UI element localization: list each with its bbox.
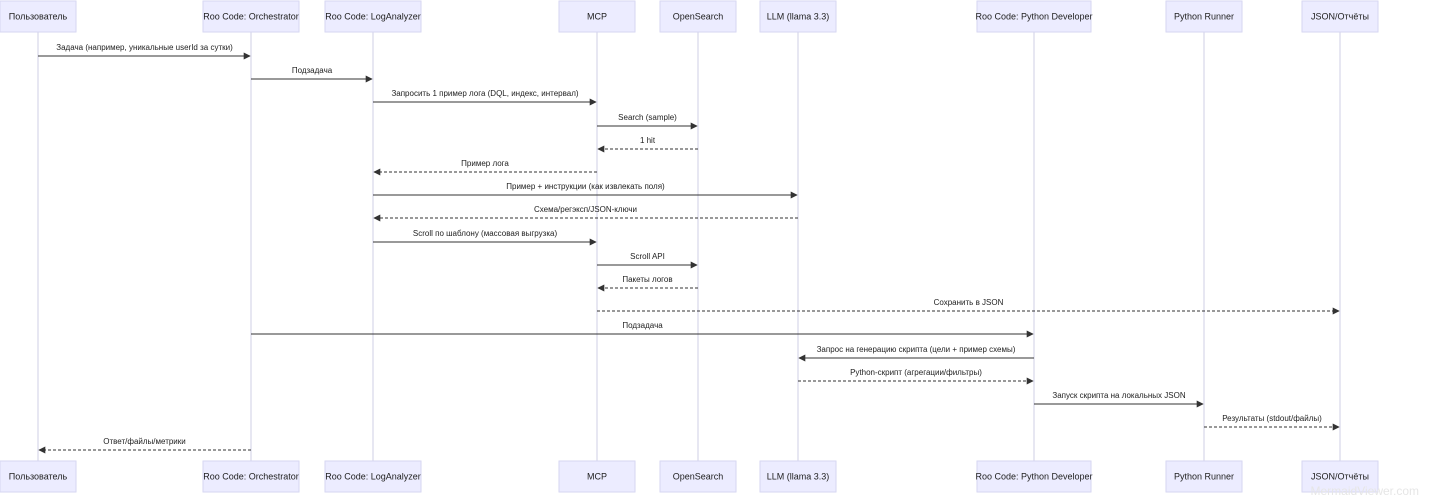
participant-label: OpenSearch	[673, 472, 724, 482]
message-label: Запрос на генерацию скрипта (цели + прим…	[817, 345, 1016, 354]
participant-label: Roo Code: Orchestrator	[203, 12, 299, 22]
message-label: Пример лога	[461, 159, 509, 168]
message-4: Search (sample)	[597, 113, 698, 130]
message-label: Схема/регэксп/JSON-ключи	[534, 205, 637, 214]
participant-user-top: Пользователь	[0, 0, 77, 33]
participant-box	[1165, 0, 1243, 33]
message-5: 1 hit	[597, 136, 698, 153]
message-2: Подзадача	[251, 66, 373, 83]
participant-label: Python Runner	[1174, 472, 1234, 482]
message-7: Пример + инструкции (как извлекать поля)	[373, 182, 798, 199]
participant-label: OpenSearch	[673, 12, 724, 22]
participant-box	[659, 0, 737, 33]
message-label: Результаты (stdout/файлы)	[1222, 414, 1322, 423]
message-18: Ответ/файлы/метрики	[38, 437, 251, 454]
participant-json-bottom: JSON/Отчёты	[1301, 460, 1379, 493]
participant-os-bottom: OpenSearch	[659, 460, 737, 493]
message-label: Python-скрипт (агрегации/фильтры)	[850, 368, 982, 377]
participant-label: MCP	[587, 472, 607, 482]
message-14: Запрос на генерацию скрипта (цели + прим…	[798, 345, 1034, 362]
participant-box	[0, 460, 77, 493]
participant-box	[759, 0, 837, 33]
participant-box	[976, 0, 1092, 33]
participant-label: JSON/Отчёты	[1311, 472, 1369, 482]
message-label: Запросить 1 пример лога (DQL, индекс, ин…	[391, 89, 578, 98]
message-9: Scroll по шаблону (массовая выгрузка)	[373, 229, 597, 246]
participant-box	[202, 460, 300, 493]
participant-label: Пользователь	[9, 472, 68, 482]
message-label: Задача (например, уникальные userId за с…	[56, 43, 233, 52]
participant-orch-top: Roo Code: Orchestrator	[202, 0, 300, 33]
participant-box	[324, 460, 422, 493]
message-3: Запросить 1 пример лога (DQL, индекс, ин…	[373, 89, 597, 106]
participant-label: Roo Code: LogAnalyzer	[325, 12, 421, 22]
message-6: Пример лога	[373, 159, 597, 176]
participant-box	[976, 460, 1092, 493]
participant-label: Python Runner	[1174, 12, 1234, 22]
participant-log-top: Roo Code: LogAnalyzer	[324, 0, 422, 33]
message-label: Scroll по шаблону (массовая выгрузка)	[413, 229, 558, 238]
participant-label: Roo Code: LogAnalyzer	[325, 472, 421, 482]
message-17: Результаты (stdout/файлы)	[1204, 414, 1340, 431]
message-13: Подзадача	[251, 321, 1034, 338]
participant-label: LLM (llama 3.3)	[767, 12, 830, 22]
message-label: Сохранить в JSON	[934, 298, 1004, 307]
participant-box	[0, 0, 77, 33]
participant-box	[202, 0, 300, 33]
participant-py-bottom: Roo Code: Python Developer	[975, 460, 1093, 493]
participant-llm-top: LLM (llama 3.3)	[759, 0, 837, 33]
participant-os-top: OpenSearch	[659, 0, 737, 33]
participant-user-bottom: Пользователь	[0, 460, 77, 493]
participant-box	[558, 460, 636, 493]
message-label: Пример + инструкции (как извлекать поля)	[506, 182, 665, 191]
participant-label: Roo Code: Python Developer	[975, 472, 1092, 482]
message-label: Пакеты логов	[622, 275, 672, 284]
participant-runner-top: Python Runner	[1165, 0, 1243, 33]
participant-box	[659, 460, 737, 493]
participant-box	[1301, 460, 1379, 493]
message-label: Запуск скрипта на локальных JSON	[1052, 391, 1185, 400]
participant-llm-bottom: LLM (llama 3.3)	[759, 460, 837, 493]
participant-orch-bottom: Roo Code: Orchestrator	[202, 460, 300, 493]
message-1: Задача (например, уникальные userId за с…	[38, 43, 251, 60]
message-label: Search (sample)	[618, 113, 677, 122]
message-label: Подзадача	[292, 66, 333, 75]
participant-py-top: Roo Code: Python Developer	[975, 0, 1093, 33]
message-label: Подзадача	[622, 321, 663, 330]
participant-runner-bottom: Python Runner	[1165, 460, 1243, 493]
message-12: Сохранить в JSON	[597, 298, 1340, 315]
message-label: 1 hit	[640, 136, 656, 145]
message-8: Схема/регэксп/JSON-ключи	[373, 205, 798, 222]
participant-label: JSON/Отчёты	[1311, 12, 1369, 22]
participant-label: Пользователь	[9, 12, 68, 22]
participant-mcp-top: MCP	[558, 0, 636, 33]
participant-json-top: JSON/Отчёты	[1301, 0, 1379, 33]
participant-box	[1165, 460, 1243, 493]
participant-label: Roo Code: Python Developer	[975, 12, 1092, 22]
message-10: Scroll API	[597, 252, 698, 269]
participant-box	[324, 0, 422, 33]
participant-box	[558, 0, 636, 33]
participant-label: MCP	[587, 12, 607, 22]
participant-label: Roo Code: Orchestrator	[203, 472, 299, 482]
participant-mcp-bottom: MCP	[558, 460, 636, 493]
watermark-text: MermaidViewer.com	[1310, 484, 1419, 498]
message-16: Запуск скрипта на локальных JSON	[1034, 391, 1204, 408]
message-label: Ответ/файлы/метрики	[103, 437, 186, 446]
message-label: Scroll API	[630, 252, 665, 261]
participant-box	[759, 460, 837, 493]
participant-label: LLM (llama 3.3)	[767, 472, 830, 482]
participant-box	[1301, 0, 1379, 33]
message-15: Python-скрипт (агрегации/фильтры)	[798, 368, 1034, 385]
message-11: Пакеты логов	[597, 275, 698, 292]
participant-log-bottom: Roo Code: LogAnalyzer	[324, 460, 422, 493]
